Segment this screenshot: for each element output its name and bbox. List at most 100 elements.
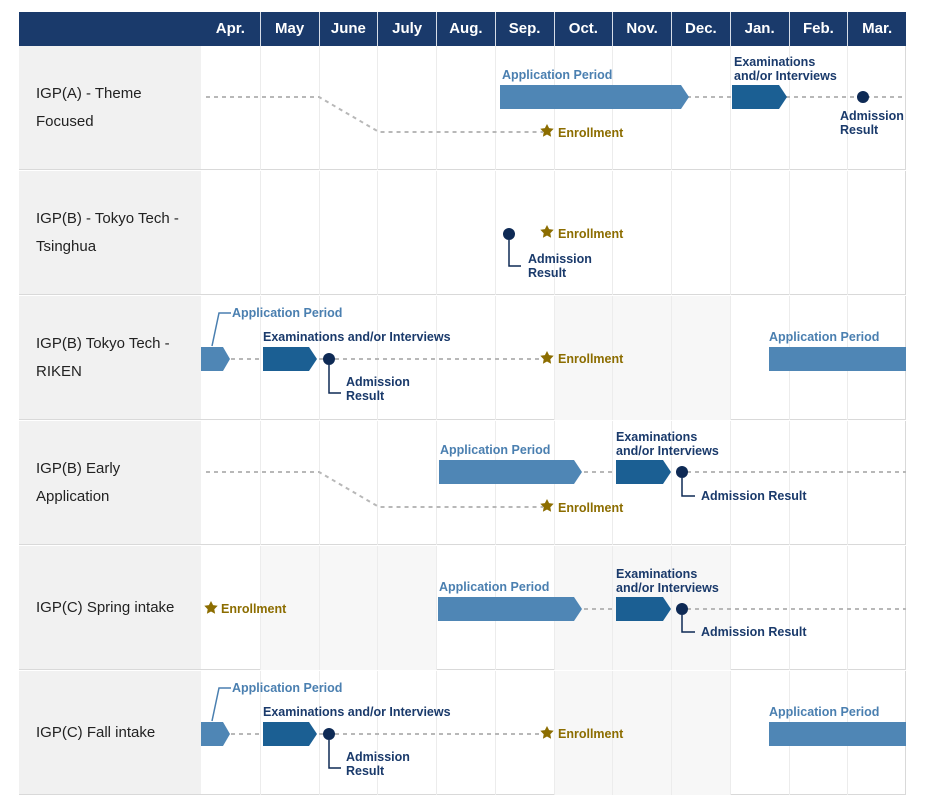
month-gridline (318, 46, 320, 170)
enrollment-label: Enrollment (558, 352, 624, 366)
application-period-label: Application Period (769, 330, 879, 344)
callout-line (681, 615, 695, 633)
enrollment-label: Enrollment (558, 501, 624, 515)
month-gridline (612, 296, 614, 420)
month-gridline (377, 171, 379, 295)
program-row-igp-b-riken: IGP(B) Tokyo Tech - RIKEN Application Pe… (19, 296, 906, 420)
exam-label: and/or Interviews (616, 581, 719, 595)
program-row-igp-c-spring: IGP(C) Spring intake Enrollment Applicat… (19, 546, 906, 670)
callout-line (328, 740, 341, 769)
enrollment-label: Enrollment (221, 602, 287, 616)
month-apr: Apr. (215, 20, 245, 37)
program-row-igp-c-fall: IGP(C) Fall intake Application Period Ex… (19, 671, 906, 795)
month-july: July (377, 12, 436, 46)
application-period-bar (769, 722, 906, 746)
application-period-bar (500, 85, 689, 109)
program-label: IGP(B) Tokyo Tech - RIKEN (19, 296, 201, 420)
program-row-igp-a: IGP(A) ‐ Theme Focused Application Perio… (19, 46, 906, 170)
month-gridline (847, 46, 849, 170)
exam-bar (732, 85, 787, 109)
callout-line (328, 365, 341, 394)
program-label: IGP(C) Fall intake (19, 671, 201, 795)
month-gridline (612, 421, 614, 545)
admission-result-dot (503, 228, 515, 240)
exam-label: Examinations and/or Interviews (263, 330, 451, 344)
month-gridline (318, 421, 320, 545)
admission-label: Admission (346, 750, 410, 764)
month-gridline (318, 171, 320, 295)
month-gridline (729, 421, 731, 545)
program-row-igp-b-tsinghua: IGP(B) ‐ Tokyo Tech - Tsinghua Admission… (19, 171, 906, 295)
month-gridline (788, 171, 790, 295)
month-gridline (729, 296, 731, 420)
admission-result-label: Admission Result (701, 625, 807, 639)
admission-label: Admission (346, 375, 410, 389)
month-gridline (436, 546, 437, 670)
result-label: Result (528, 266, 567, 280)
month-gridline (553, 171, 555, 295)
connector-line (206, 96, 543, 133)
month-gridline (553, 671, 555, 795)
exam-bar (263, 722, 317, 746)
admission-result-dot (676, 466, 688, 478)
timeline-area: Admission Result Enrollment (201, 171, 906, 295)
enrollment-label: Enrollment (558, 727, 624, 741)
application-period-label: Application Period (232, 681, 342, 695)
month-gridline (729, 171, 731, 295)
admission-result-dot (323, 353, 335, 365)
month-gridline (436, 671, 437, 795)
enrollment-star-icon (540, 225, 554, 238)
month-gridline (553, 296, 555, 420)
application-period-label: Application Period (769, 705, 879, 719)
enrollment-star-icon (540, 124, 554, 137)
program-label: IGP(B) ‐ Tokyo Tech - Tsinghua (19, 171, 201, 295)
month-gridline (671, 546, 672, 670)
month-gridline (436, 296, 437, 420)
month-gridline (671, 671, 672, 795)
month-aug: Aug. (436, 12, 495, 46)
program-label: IGP(B) Early Application (19, 421, 201, 545)
exam-label: Examinations (616, 567, 697, 581)
exam-label: and/or Interviews (734, 69, 837, 83)
application-period-label: Application Period (502, 68, 612, 82)
month-gridline (847, 421, 849, 545)
enrollment-label: Enrollment (558, 126, 624, 140)
admission-result-dot (857, 91, 869, 103)
month-gridline (259, 171, 261, 295)
admission-result-label: Admission Result (701, 489, 807, 503)
month-dec: Dec. (671, 12, 730, 46)
program-label: IGP(A) ‐ Theme Focused (19, 46, 201, 170)
application-period-bar (201, 347, 230, 371)
exam-bar (263, 347, 317, 371)
exam-label: and/or Interviews (616, 444, 719, 458)
period-shading (553, 671, 730, 795)
month-may: May (259, 12, 319, 46)
callout-line (211, 687, 231, 722)
enrollment-star-icon (540, 726, 554, 739)
month-gridline (612, 671, 614, 795)
result-label: Result (840, 123, 879, 137)
application-period-bar (438, 597, 582, 621)
program-label: IGP(C) Spring intake (19, 546, 201, 670)
admission-result-dot (676, 603, 688, 615)
result-label: Result (346, 389, 385, 403)
month-gridline (318, 546, 320, 670)
month-mar: Mar. (847, 12, 906, 46)
exam-label: Examinations (734, 55, 815, 69)
enrollment-label: Enrollment (558, 227, 624, 241)
month-gridline (671, 421, 672, 545)
timeline-area: Application Period Examinations and/or I… (201, 46, 906, 170)
callout-line (681, 478, 695, 497)
exam-bar (616, 460, 671, 484)
month-gridline (788, 546, 790, 670)
enrollment-star-icon (540, 499, 554, 512)
month-jan: Jan. (729, 12, 789, 46)
month-oct: Oct. (553, 12, 613, 46)
timeline-area: Application Period Examinations and/or I… (201, 421, 906, 545)
timeline-area: Enrollment Application Period Examinatio… (201, 546, 906, 670)
admission-label: Admission (528, 252, 592, 266)
month-gridline (436, 421, 437, 545)
month-gridline (788, 421, 790, 545)
month-gridline (259, 296, 261, 420)
application-period-bar (439, 460, 582, 484)
